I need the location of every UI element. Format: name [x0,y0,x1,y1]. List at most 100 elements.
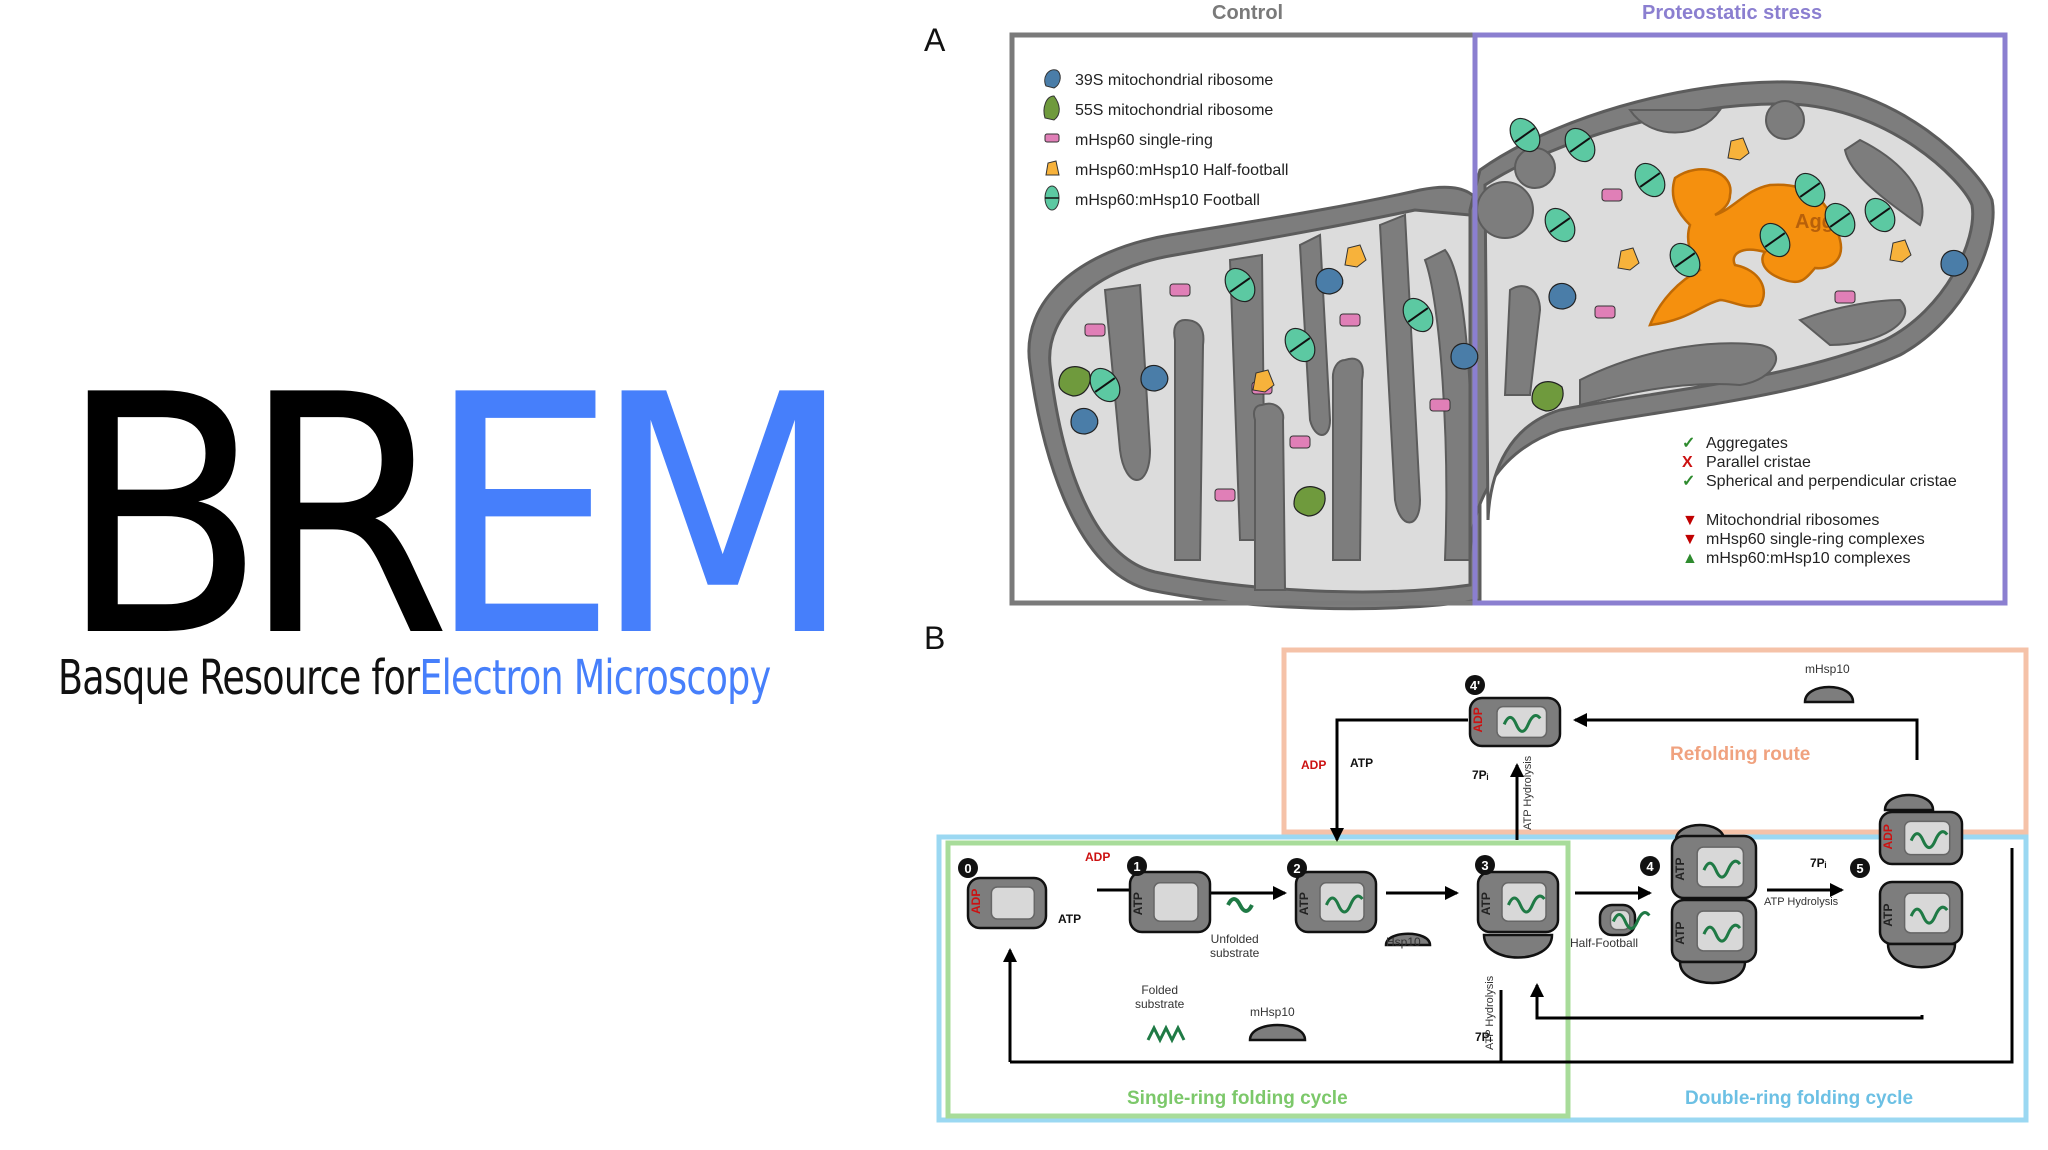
finding-label: Aggregates [1706,435,1788,452]
svg-text:ATP: ATP [1673,858,1687,881]
check-icon: ✓ [1682,473,1696,490]
pi-label-3: 7Pᵢ [1472,768,1489,782]
legend-item: mHsp60:mHsp10 Football [1075,192,1260,209]
down-triangle-icon: ▼ [1682,512,1698,529]
particle [1727,137,1750,161]
particle [1169,283,1191,297]
line-return [1010,848,2014,1064]
chaperonin-cartoons: ADP ATP ATP ATP ATP ATP ADP ATP ADP [966,685,1964,1044]
particle [1531,381,1564,412]
particle [1070,407,1099,435]
finding-label: Spherical and perpendicular cristae [1706,473,1957,490]
mhsp10-label-1: mHsp10 [1250,1005,1295,1019]
mhsp10-lid [1883,793,1935,812]
finding-label: Parallel cristae [1706,454,1811,471]
change-label: Mitochondrial ribosomes [1706,512,1880,529]
control-mitochondrion [1027,185,1482,611]
single-ring-cycle-label: Single-ring folding cycle [1127,1088,1348,1109]
finding-item: ✓ Spherical and perpendicular cristae [1682,472,1957,491]
particle [1058,366,1091,397]
hsp10-label: Hsp10 [1386,935,1421,949]
control-title: Control [1212,2,1284,24]
state-badge [1127,856,1147,876]
atp-label-2: ATP [1350,756,1374,770]
particle [1344,244,1367,268]
chaperonin-ring: ADP [1878,810,1964,866]
mhsp10-lid [1803,685,1855,704]
stress-frame [1472,32,2008,606]
arrow-4p-down [1330,718,1468,842]
chaperonin-ring: ATP [1670,834,1758,900]
particle [1594,305,1616,319]
chaperonin-ring: ATP [1128,870,1212,934]
logo-subtitle-part2: Electron Microscopy [419,650,771,706]
mhsp10-lid [1248,1023,1307,1042]
state-badge-number: 1 [1133,859,1140,874]
single-ring-icon [1044,133,1060,143]
cycle-arrows [1003,713,2014,1064]
half-football-label: Half-Football [1570,936,1639,950]
atp-hydrolysis-label-2: ATP Hydrolysis [1484,975,1496,1050]
logo-em: EM [425,325,854,709]
particle [1315,267,1344,295]
state-badge [1640,856,1660,876]
svg-text:ADP: ADP [1471,707,1485,732]
particle [1140,364,1169,392]
panel-b-label: B [924,620,946,656]
folded-substrate [1146,1024,1186,1044]
chaperonin-ring [1598,903,1651,937]
check-icon: ✓ [1682,435,1696,452]
particle [1889,239,1912,263]
chaperonin-ring: ATP [1294,870,1378,934]
svg-text:ADP: ADP [1881,824,1895,849]
pi-label-1: 7Pᵢ [1810,856,1827,870]
brem-logo: BREM [58,352,854,682]
particle [1429,398,1451,412]
mhsp10-label-2: mHsp10 [1805,662,1850,676]
particle [1289,435,1311,449]
unfolded-line1: Unfolded [1210,932,1259,946]
particle [1548,282,1577,310]
single-ring-frame [945,840,1571,1119]
state-badge-number: 4' [1470,678,1480,693]
state-badge [958,858,978,878]
particle [1339,313,1361,327]
particle-layer [1058,117,1969,517]
chaperonin-ring: ADP [966,876,1048,930]
folded-line2: substrate [1135,997,1185,1011]
arrow-5-4p [1573,713,1919,760]
particle [1617,247,1640,271]
state-badge-number: 5 [1856,861,1863,876]
svg-text:ATP: ATP [1297,892,1311,915]
legend-item: 55S mitochondrial ribosome [1075,102,1274,119]
atp-hydrolysis-label-3: ATP Hydrolysis [1522,755,1534,830]
change-label: mHsp60 single-ring complexes [1706,531,1925,548]
svg-text:ATP: ATP [1479,892,1493,915]
state-badge-number: 0 [964,861,971,876]
chaperonin-ring: ATP [1670,898,1758,964]
arrow-5-3 [1530,983,1924,1020]
aggregate-blob [1648,168,1843,327]
folded-line1: Folded [1141,983,1179,997]
svg-text:ATP: ATP [1881,904,1895,927]
double-ring-frame [936,834,2029,1123]
svg-text:ATP: ATP [1131,892,1145,915]
panel-a-label: A [924,22,946,58]
logo-subtitle: Basque Resource forElectron Microscopy [58,650,771,706]
state-badge-number: 3 [1481,858,1488,873]
legend-item: mHsp60:mHsp10 Half-football [1075,162,1289,179]
legend: 39S mitochondrial ribosome 55S mitochond… [1075,66,1288,216]
up-triangle-icon: ▲ [1682,550,1698,567]
particle [1601,188,1623,202]
chaperonin-ring: ATP [1878,880,1964,946]
atp-hydrolysis-label-1: ATP Hydrolysis [1764,896,1839,908]
adp-label-1: ADP [1085,850,1111,864]
state-badge [1475,855,1495,875]
chaperonin-ring: ATP [1476,870,1560,934]
half-football-icon [1045,160,1060,176]
particle [1214,488,1236,502]
